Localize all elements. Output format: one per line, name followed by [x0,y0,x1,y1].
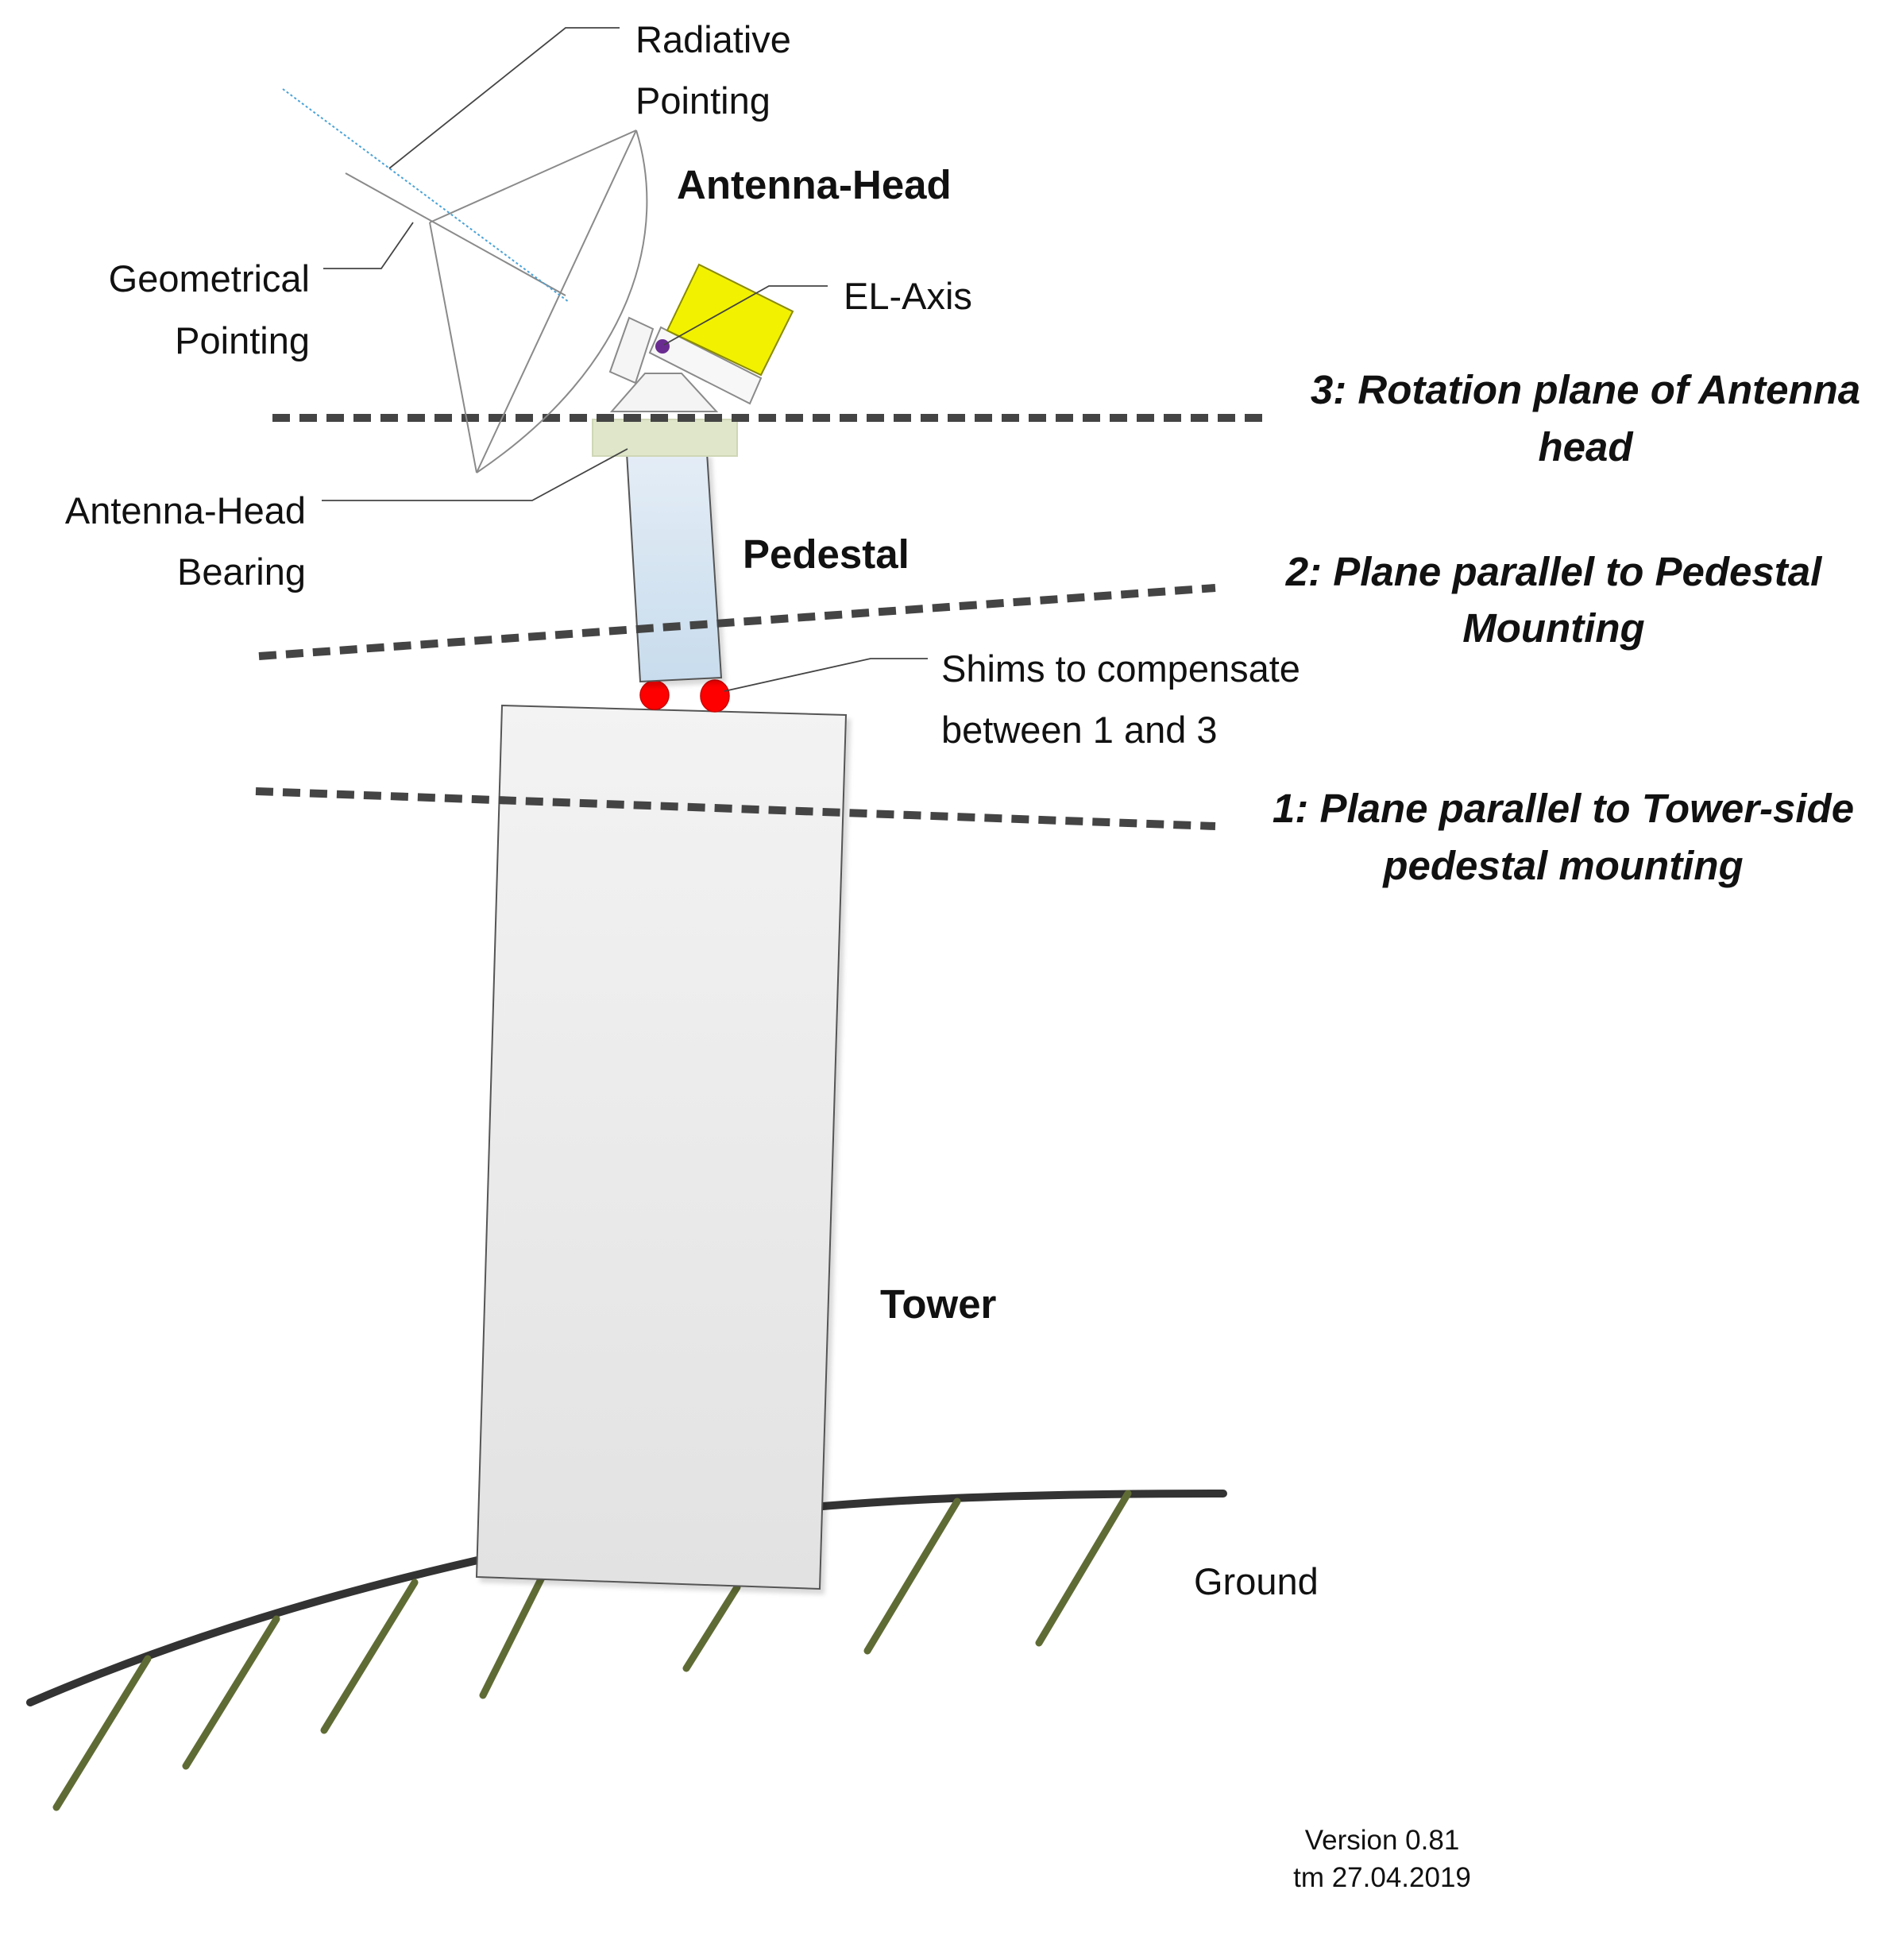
label-shims-line2: between 1 and 3 [941,709,1218,751]
radiative-pointing-ray [282,88,570,303]
ground-hatch [52,1655,152,1811]
plane-1-line [255,787,1216,830]
version-line2: tm 27.04.2019 [1293,1862,1471,1893]
ground-hatch [682,1583,741,1672]
label-bearing-line2: Bearing [177,551,306,593]
label-antenna-head: Antenna-Head [677,162,952,207]
label-radiative-line1: Radiative [635,18,791,60]
label-geometrical-line2: Pointing [175,319,310,361]
shim-right [700,679,730,713]
plane-3-label-line1: 3: Rotation plane of Antenna [1311,367,1860,412]
plane-2-label-line2: Mounting [1462,605,1644,651]
label-pedestal: Pedestal [743,531,910,577]
ground-hatch [182,1615,280,1770]
label-el-axis: EL-Axis [844,275,972,317]
plane-2-label-line1: 2: Plane parallel to Pedestal [1285,549,1823,594]
dish-strut-top [429,129,637,223]
plane-1-label-line1: 1: Plane parallel to Tower-side [1273,786,1854,831]
antenna-yoke-arm [648,326,763,405]
label-bearing-line1: Antenna-Head [65,489,306,531]
version-line1: Version 0.81 [1305,1825,1460,1856]
plane-3-label-line2: head [1538,424,1634,470]
label-geometrical-line1: Geometrical [109,257,310,300]
dish-chord [476,129,637,473]
pedestal-body [625,452,723,683]
dish-reflector [476,129,648,473]
label-ground: Ground [1194,1560,1319,1602]
leader-el-axis [663,285,828,346]
leader-lines [322,27,928,692]
ground-hatch [1035,1490,1132,1647]
antenna-mount [609,373,719,412]
ground-hatch [863,1498,961,1655]
antenna-head-bearing-plate [592,419,738,457]
el-drive-box [666,263,794,377]
leader-bearing [322,448,628,501]
plane-1-label-line2: pedestal mounting [1381,843,1743,888]
dish-strut-bottom [429,222,477,473]
label-shims-line1: Shims to compensate [941,647,1300,690]
ground-hatch [320,1579,419,1734]
leader-geometrical [323,222,414,269]
shim-left [639,680,670,710]
el-axis-dot [655,339,670,354]
plane-2-line [258,584,1216,660]
label-radiative-line2: Pointing [635,79,770,122]
geometrical-pointing-axis [345,172,566,296]
tower-body [475,704,848,1590]
leader-radiative [388,27,620,169]
reference-planes [255,414,1263,830]
dish-back-plate [608,316,655,385]
antenna-dish [345,129,648,473]
label-tower: Tower [880,1281,997,1327]
leader-shims [724,658,928,692]
